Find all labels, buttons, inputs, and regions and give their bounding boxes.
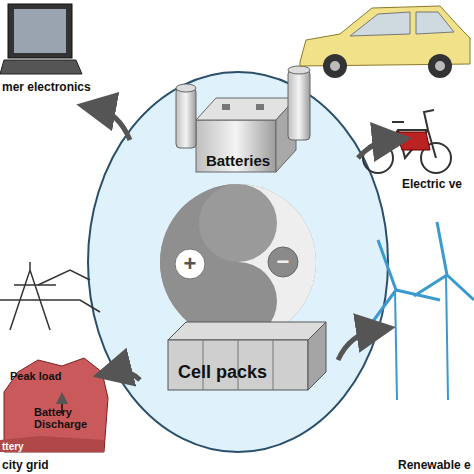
axis-label: ttery <box>2 441 24 452</box>
minus-sign: − <box>277 249 290 275</box>
cell-pack-illustration <box>168 322 326 390</box>
node-title: Cell packs <box>178 362 267 383</box>
peak-load-region: Peak loadBattery Discharge <box>10 370 90 430</box>
app-label: city grid <box>2 458 49 472</box>
curved-arrows <box>96 108 392 380</box>
discharge-label: Battery Discharge <box>34 406 90 430</box>
app-label: Electric ve <box>402 177 462 191</box>
power-pylon <box>0 262 100 330</box>
wind-turbines <box>368 222 474 400</box>
app-label: mer electronics <box>2 80 91 94</box>
battery-illustration <box>176 66 310 172</box>
laptop-icon <box>0 4 82 74</box>
battery-node: Cell packs <box>178 362 267 383</box>
yin-yang <box>160 184 316 340</box>
car-icon <box>300 6 470 78</box>
node-title: Batteries <box>206 152 270 169</box>
peak-label: Peak load <box>10 370 90 382</box>
plus-sign: + <box>184 251 197 277</box>
battery-node: Batteries <box>206 152 270 169</box>
app-label: Renewable e <box>398 458 471 472</box>
